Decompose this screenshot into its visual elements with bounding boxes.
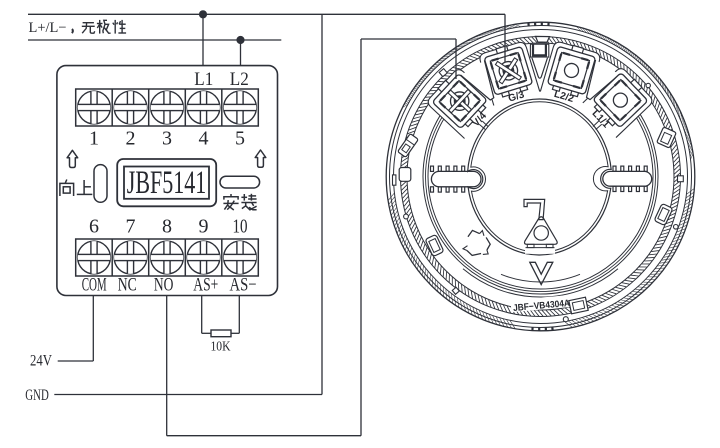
svg-text:3: 3 bbox=[162, 128, 172, 150]
svg-text:COM: COM bbox=[82, 275, 107, 296]
svg-text:L2: L2 bbox=[230, 69, 249, 90]
svg-text:2: 2 bbox=[126, 128, 136, 150]
svg-text:6: 6 bbox=[89, 216, 99, 238]
svg-text:1: 1 bbox=[89, 128, 99, 150]
svg-text:10: 10 bbox=[233, 216, 248, 238]
svg-text:9: 9 bbox=[199, 216, 209, 238]
svg-text:JBF5141: JBF5141 bbox=[127, 165, 206, 201]
svg-text:24V: 24V bbox=[30, 353, 52, 370]
svg-text:GND: GND bbox=[25, 387, 49, 404]
svg-text:8: 8 bbox=[162, 216, 172, 238]
svg-text:10K: 10K bbox=[211, 340, 231, 355]
svg-text:L+/L−: L+/L− bbox=[29, 20, 67, 36]
svg-text:NC: NC bbox=[118, 275, 137, 296]
svg-text:L2/2: L2/2 bbox=[553, 89, 576, 105]
svg-text:JBF−VB4304A: JBF−VB4304A bbox=[513, 298, 571, 314]
svg-text:AS+: AS+ bbox=[193, 275, 218, 296]
svg-text:7: 7 bbox=[126, 216, 136, 238]
svg-text:L1: L1 bbox=[194, 69, 213, 90]
svg-text:5: 5 bbox=[235, 128, 245, 150]
svg-text:4: 4 bbox=[199, 128, 209, 150]
svg-text:AS−: AS− bbox=[230, 275, 257, 296]
svg-text:G/3: G/3 bbox=[507, 89, 526, 104]
svg-text:NO: NO bbox=[154, 275, 174, 296]
